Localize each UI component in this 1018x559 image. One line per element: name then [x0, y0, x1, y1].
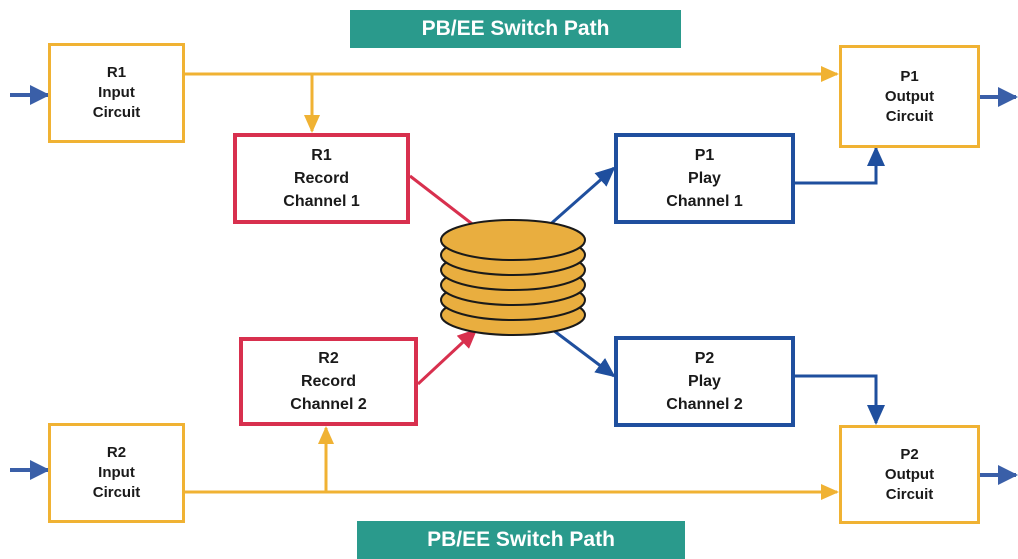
r2-input-circuit: R2 Input Circuit — [48, 423, 185, 523]
box-title: P2 — [900, 445, 919, 463]
box-line: Channel 2 — [290, 396, 367, 413]
box-line: Channel 1 — [283, 193, 360, 210]
box-line: Circuit — [92, 484, 141, 501]
box-line: Record — [293, 170, 350, 187]
box-title: R2 — [106, 444, 127, 461]
p1-play-channel-1: P1 Play Channel 1 — [614, 133, 795, 224]
box-line: Channel 1 — [666, 193, 743, 210]
switch-path-banner-top: PB/EE Switch Path — [350, 10, 681, 48]
box-line: Output — [884, 465, 935, 483]
box-title: P2 — [694, 350, 715, 367]
box-title: P1 — [694, 147, 715, 164]
r2-record-channel-2: R2 Record Channel 2 — [239, 337, 418, 426]
box-title: R1 — [106, 64, 127, 81]
box-line: Circuit — [885, 485, 934, 503]
p2-play-channel-2: P2 Play Channel 2 — [614, 336, 795, 427]
play1-to-output — [795, 146, 885, 185]
box-title: R1 — [311, 147, 332, 164]
box-line: Input — [98, 464, 135, 481]
box-title: R2 — [318, 350, 339, 367]
box-line: Circuit — [92, 104, 141, 121]
record2-to-disk — [416, 328, 478, 386]
disk-stack — [440, 219, 586, 336]
switch-path-banner-bottom: PB/EE Switch Path — [357, 521, 685, 559]
box-line: Play — [688, 170, 721, 187]
banner-label: PB/EE Switch Path — [427, 528, 615, 551]
box-line: Input — [98, 84, 135, 101]
p2-output-circuit: P2 Output Circuit — [839, 425, 980, 524]
banner-label: PB/EE Switch Path — [421, 17, 610, 40]
box-line: Circuit — [885, 107, 934, 125]
box-line: Output — [884, 87, 935, 105]
disk-platter — [440, 219, 586, 261]
box-line: Channel 2 — [666, 396, 743, 413]
r1-input-circuit: R1 Input Circuit — [48, 43, 185, 143]
p1-output-circuit: P1 Output Circuit — [839, 45, 980, 148]
box-line: Record — [300, 373, 357, 390]
play2-to-output — [795, 374, 885, 425]
r1-record-channel-1: R1 Record Channel 1 — [233, 133, 410, 224]
box-title: P1 — [900, 67, 919, 85]
box-line: Play — [688, 373, 721, 390]
